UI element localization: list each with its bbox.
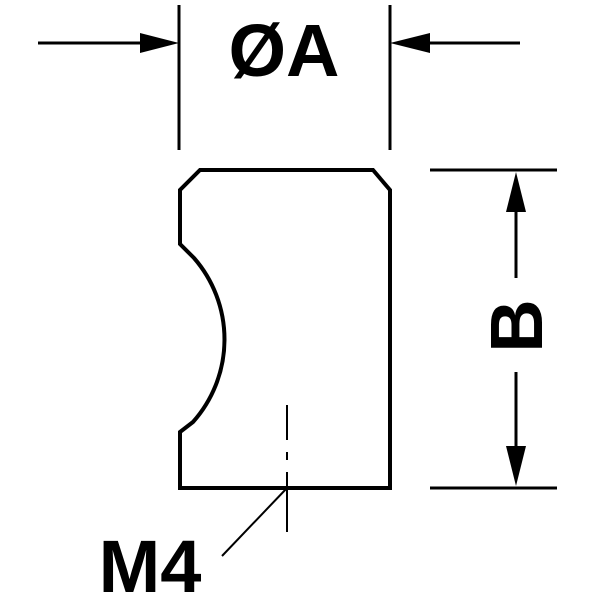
- thread-callout: M4: [99, 405, 288, 600]
- arrowhead-right: [390, 33, 430, 53]
- diameter-dimension: ØA: [38, 5, 520, 150]
- handle-profile: [178, 168, 392, 490]
- arrowhead-left: [140, 33, 179, 53]
- height-label: B: [475, 299, 558, 352]
- arrowhead-bottom: [506, 446, 526, 486]
- thread-label: M4: [99, 525, 202, 600]
- height-dimension: B: [430, 168, 558, 490]
- diameter-label: ØA: [229, 9, 340, 92]
- leader-line: [221, 487, 288, 557]
- arrowhead-top: [506, 172, 526, 212]
